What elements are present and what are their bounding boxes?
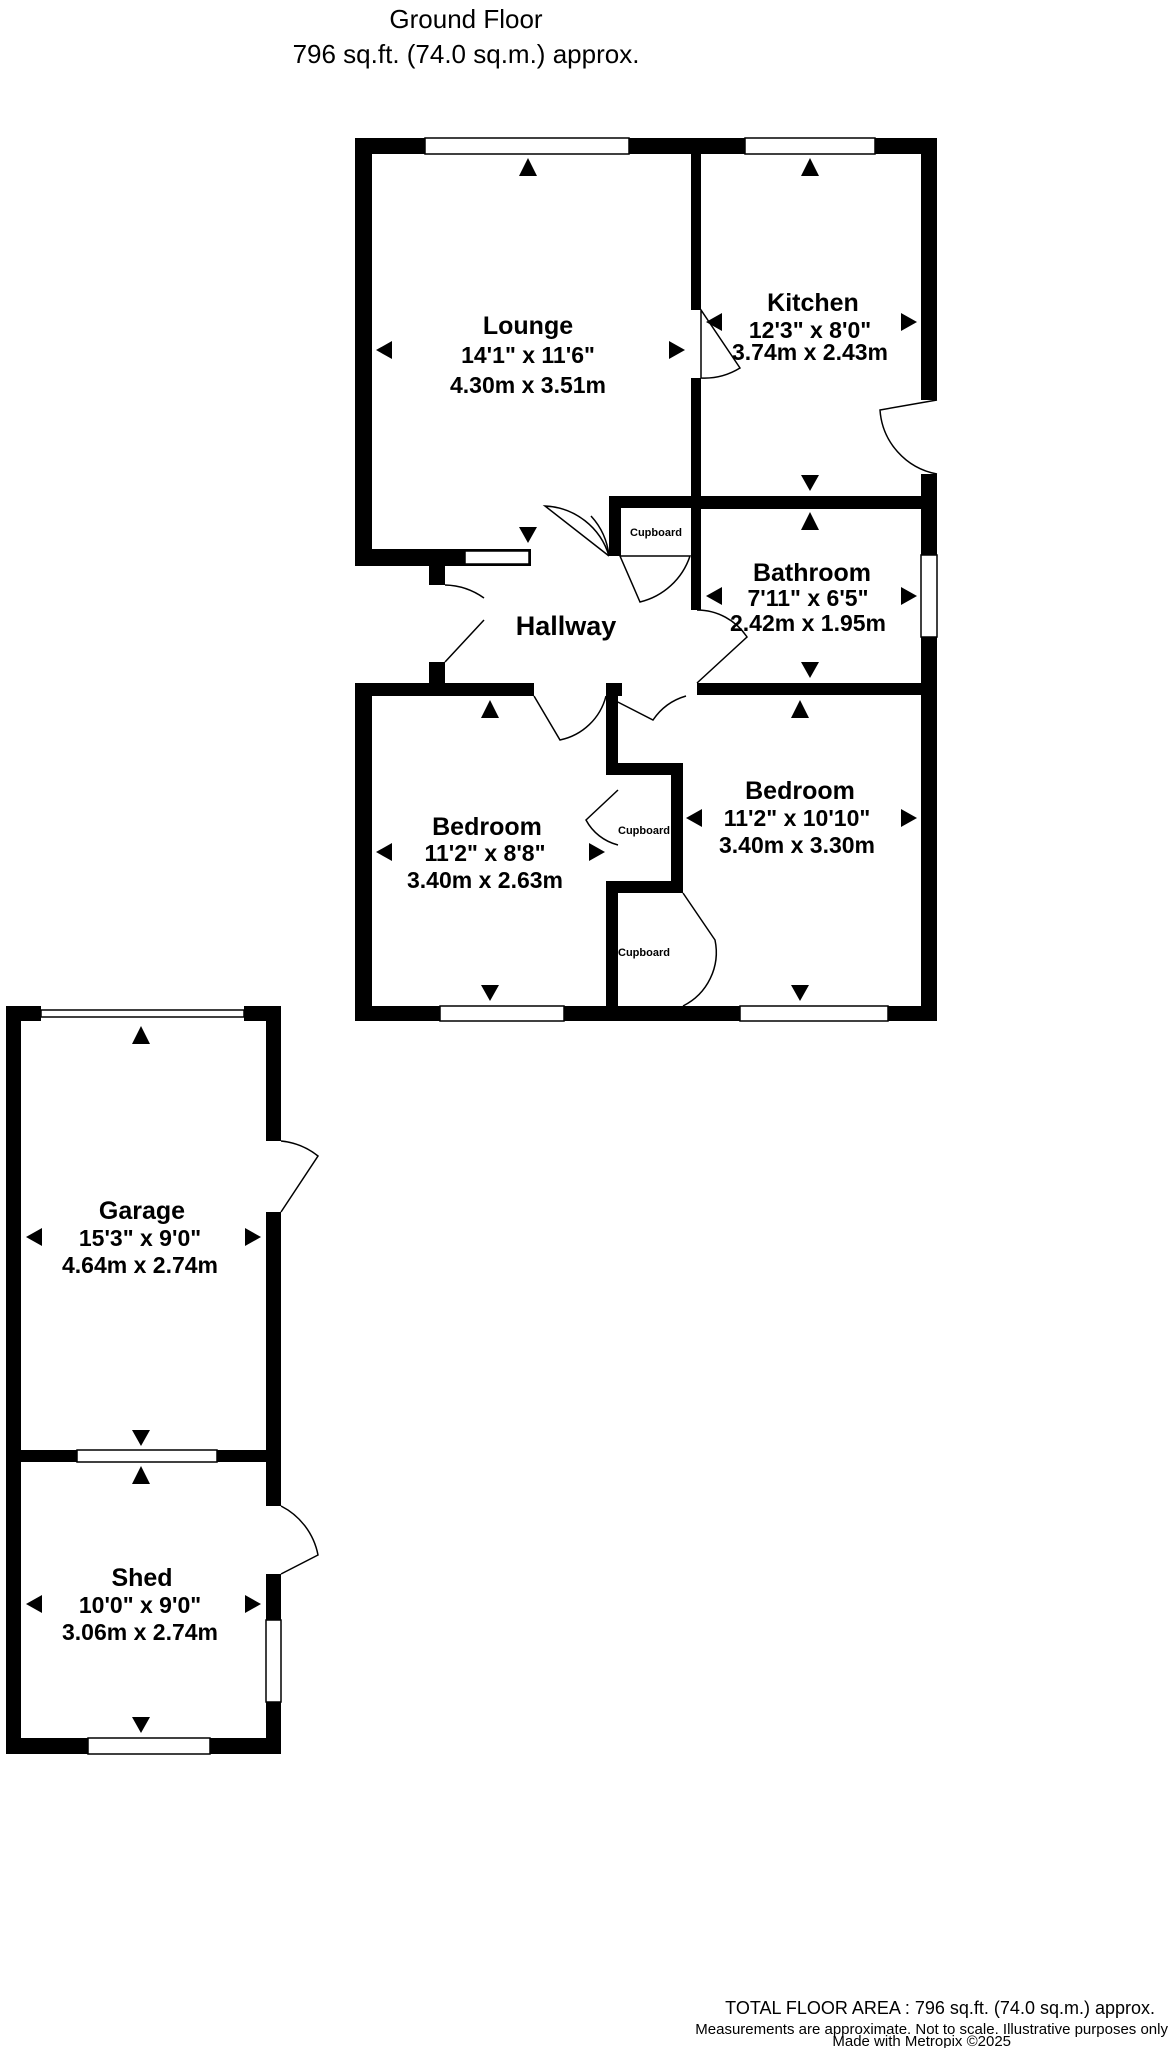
shed-imperial: 10'0" x 9'0": [79, 1592, 201, 1618]
cupboard-lower-label: Cupboard: [618, 947, 670, 959]
room-lounge: Lounge 14'1" x 11'6" 4.30m x 3.51m: [450, 312, 606, 398]
floor-title: Ground Floor: [389, 4, 543, 34]
bedroom-1-imperial: 11'2" x 8'8": [424, 840, 545, 866]
garage-imperial: 15'3" x 9'0": [79, 1225, 201, 1251]
bedroom-1-metric: 3.40m x 2.63m: [407, 867, 563, 893]
garage-name: Garage: [99, 1197, 185, 1225]
garage-metric: 4.64m x 2.74m: [62, 1252, 218, 1278]
kitchen-name: Kitchen: [767, 289, 859, 317]
dimension-arrows: [26, 158, 917, 1733]
room-hallway: Hallway: [516, 611, 617, 641]
house-windows: [424, 137, 938, 1022]
house-doors: [444, 307, 938, 1007]
cupboard-bedroom-label: Cupboard: [618, 825, 670, 837]
cupboard-hall-label: Cupboard: [630, 527, 682, 539]
floor-area: 796 sq.ft. (74.0 sq.m.) approx.: [293, 39, 640, 69]
kitchen-imperial: 12'3" x 8'0": [749, 317, 871, 343]
room-shed: Shed 10'0" x 9'0" 3.06m x 2.74m: [62, 1564, 218, 1645]
outbuilding-doors: [280, 1140, 320, 1575]
room-bathroom: Bathroom 7'11" x 6'5" 2.42m x 1.95m: [730, 559, 886, 636]
disclaimer: Measurements are approximate. Not to sca…: [695, 2021, 1168, 2038]
room-garage: Garage 15'3" x 9'0" 4.64m x 2.74m: [62, 1197, 218, 1278]
lounge-imperial: 14'1" x 11'6": [461, 342, 595, 368]
bathroom-metric: 2.42m x 1.95m: [730, 610, 886, 636]
outbuilding-walls: [6, 1006, 281, 1754]
bedroom-2-imperial: 11'2" x 10'10": [724, 805, 871, 831]
bedroom-1-name: Bedroom: [432, 813, 542, 841]
shed-metric: 3.06m x 2.74m: [62, 1619, 218, 1645]
outbuilding-windows: [40, 1009, 282, 1755]
room-bedroom-1: Bedroom 11'2" x 8'8" 3.40m x 2.63m: [407, 813, 563, 893]
credit: Made with Metropix ©2025: [832, 2033, 1011, 2048]
shed-name: Shed: [111, 1564, 172, 1592]
bedroom-2-metric: 3.40m x 3.30m: [719, 832, 875, 858]
bathroom-imperial: 7'11" x 6'5": [747, 585, 868, 611]
bedroom-2-name: Bedroom: [745, 777, 855, 805]
bathroom-name: Bathroom: [753, 559, 871, 587]
hallway-name: Hallway: [516, 611, 617, 641]
kitchen-metric: 3.74m x 2.43m: [732, 339, 888, 365]
total-floor-area: TOTAL FLOOR AREA : 796 sq.ft. (74.0 sq.m…: [725, 1998, 1155, 2018]
lounge-metric: 4.30m x 3.51m: [450, 372, 606, 398]
room-bedroom-2: Bedroom 11'2" x 10'10" 3.40m x 3.30m: [719, 777, 875, 858]
room-kitchen: Kitchen 12'3" x 8'0" 3.74m x 2.43m: [732, 289, 888, 365]
lounge-name: Lounge: [483, 312, 573, 340]
